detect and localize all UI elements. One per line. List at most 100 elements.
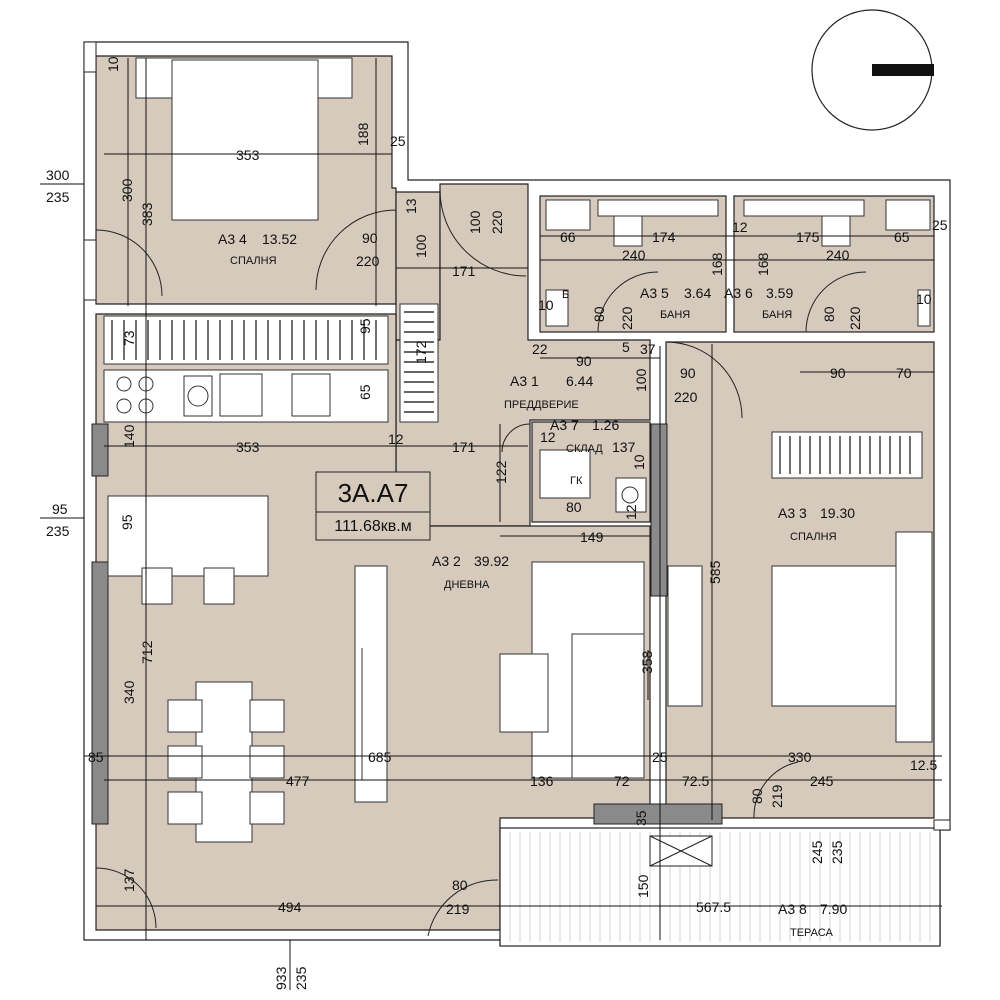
dim-330: 330 <box>788 749 812 765</box>
dim-383: 383 <box>139 202 155 226</box>
unit-code: 3A.A7 <box>338 478 409 508</box>
dim-137-a: 137 <box>612 439 636 455</box>
dim-168-a: 168 <box>709 252 725 276</box>
terrace <box>499 827 941 947</box>
dim-65-b: 65 <box>357 384 373 400</box>
compass <box>811 9 934 131</box>
dim-358: 358 <box>639 650 655 674</box>
dim-80-a: 80 <box>591 306 607 322</box>
dim-100-a: 100 <box>413 234 429 258</box>
doors <box>95 189 867 937</box>
room-a36-area: 3.59 <box>766 285 793 301</box>
dim-70: 70 <box>896 365 912 381</box>
dim-90-d: 90 <box>830 365 846 381</box>
dim-22: 22 <box>532 341 548 357</box>
dim-35: 35 <box>633 810 649 826</box>
room-a36-code: А3 6 <box>724 285 753 301</box>
dim-220-d: 220 <box>847 306 863 330</box>
dim-37: 37 <box>640 341 656 357</box>
dim-100-b: 100 <box>467 210 483 234</box>
room-a32-name: ДНЕВНА <box>444 579 490 591</box>
dim-90-b: 90 <box>576 353 592 369</box>
unit-label: 3A.A7 111.68кв.м <box>315 471 431 541</box>
dim-bottom-235: 235 <box>293 966 309 990</box>
dim-122: 122 <box>493 460 509 484</box>
room-a31-code: А3 1 <box>510 373 539 389</box>
dim-left-95: 95 <box>52 501 68 517</box>
dim-80-e: 80 <box>452 877 468 893</box>
dim-65-a: 65 <box>894 229 910 245</box>
dim-240-b: 240 <box>826 247 850 263</box>
dim-80-d: 80 <box>749 788 765 804</box>
dim-left-235-a: 235 <box>46 189 70 205</box>
room-a34-code: А3 4 <box>218 231 247 247</box>
dim-220-c: 220 <box>619 306 635 330</box>
room-a32-area: 39.92 <box>474 553 509 569</box>
room-a34-area: 13.52 <box>262 231 297 247</box>
dim-300: 300 <box>119 178 135 202</box>
dim-10-d: 10 <box>631 454 647 470</box>
dim-12-a: 12 <box>732 219 748 235</box>
unit-area: 111.68кв.м <box>334 518 412 535</box>
dim-240-a: 240 <box>622 247 646 263</box>
dim-72-5: 72.5 <box>682 773 709 789</box>
dim-25-c: 25 <box>652 749 668 765</box>
dim-171-b: 171 <box>452 439 476 455</box>
dim-245-b: 245 <box>809 840 825 864</box>
dim-12-b: 12 <box>388 431 404 447</box>
dim-90-top: 90 <box>362 230 378 246</box>
storage-gk-label: ГК <box>570 475 583 487</box>
dim-73: 73 <box>121 330 137 346</box>
dim-353-top: 353 <box>236 147 260 163</box>
room-a37-code: А3 7 <box>550 417 579 433</box>
dim-220-b: 220 <box>489 210 505 234</box>
room-a33-code: А3 3 <box>778 505 807 521</box>
dim-172: 172 <box>413 340 429 364</box>
dim-174: 174 <box>652 229 676 245</box>
dim-712: 712 <box>139 640 155 664</box>
room-a35-code: А3 5 <box>640 285 669 301</box>
dim-140: 140 <box>121 424 137 448</box>
room-a35-area: 3.64 <box>684 285 711 301</box>
dimension-lines <box>40 58 942 990</box>
dim-171-a: 171 <box>452 263 476 279</box>
dim-685: 685 <box>368 749 392 765</box>
dim-66: 66 <box>560 229 576 245</box>
dim-left-300: 300 <box>46 167 70 183</box>
windows <box>83 41 951 831</box>
dim-168-b: 168 <box>755 252 771 276</box>
room-a36-name: БАНЯ <box>762 309 792 321</box>
room-a37-name: СКЛАД <box>566 443 603 455</box>
dim-175: 175 <box>796 229 820 245</box>
dim-494: 494 <box>278 899 302 915</box>
dim-100-c: 100 <box>633 368 649 392</box>
dim-245-a: 245 <box>810 773 834 789</box>
room-a37-area: 1.26 <box>592 417 619 433</box>
room-a31-area: 6.44 <box>566 373 593 389</box>
dim-149: 149 <box>580 529 604 545</box>
dim-477: 477 <box>286 773 310 789</box>
dim-5: 5 <box>622 339 630 355</box>
dim-219-a: 219 <box>769 784 785 808</box>
room-a33-name: СПАЛНЯ <box>790 531 837 543</box>
dim-567-5: 567.5 <box>696 899 731 915</box>
furniture <box>103 57 933 843</box>
room-labels: А3 4 13.52 СПАЛНЯ А3 5 3.64 БАНЯ А3 6 3.… <box>218 231 855 939</box>
room-a34-name: СПАЛНЯ <box>230 255 277 267</box>
dim-188: 188 <box>355 122 371 146</box>
room-a38-area: 7.90 <box>820 901 847 917</box>
dim-136: 136 <box>530 773 554 789</box>
dimension-labels: 353 25 10 300 383 188 13 90 220 100 171 … <box>46 56 948 990</box>
dim-10-c: 10 <box>916 291 932 307</box>
dim-585: 585 <box>707 560 723 584</box>
bath-mark: Б <box>562 289 569 301</box>
dim-25-b: 25 <box>932 217 948 233</box>
dim-90-c: 90 <box>680 365 696 381</box>
dim-72: 72 <box>614 773 630 789</box>
dim-220-e: 220 <box>674 389 698 405</box>
room-a32-code: А3 2 <box>432 553 461 569</box>
dim-12-c: 12 <box>540 429 556 445</box>
dim-353-mid: 353 <box>236 439 260 455</box>
dim-80-b: 80 <box>821 306 837 322</box>
dim-bottom-933: 933 <box>273 966 289 990</box>
